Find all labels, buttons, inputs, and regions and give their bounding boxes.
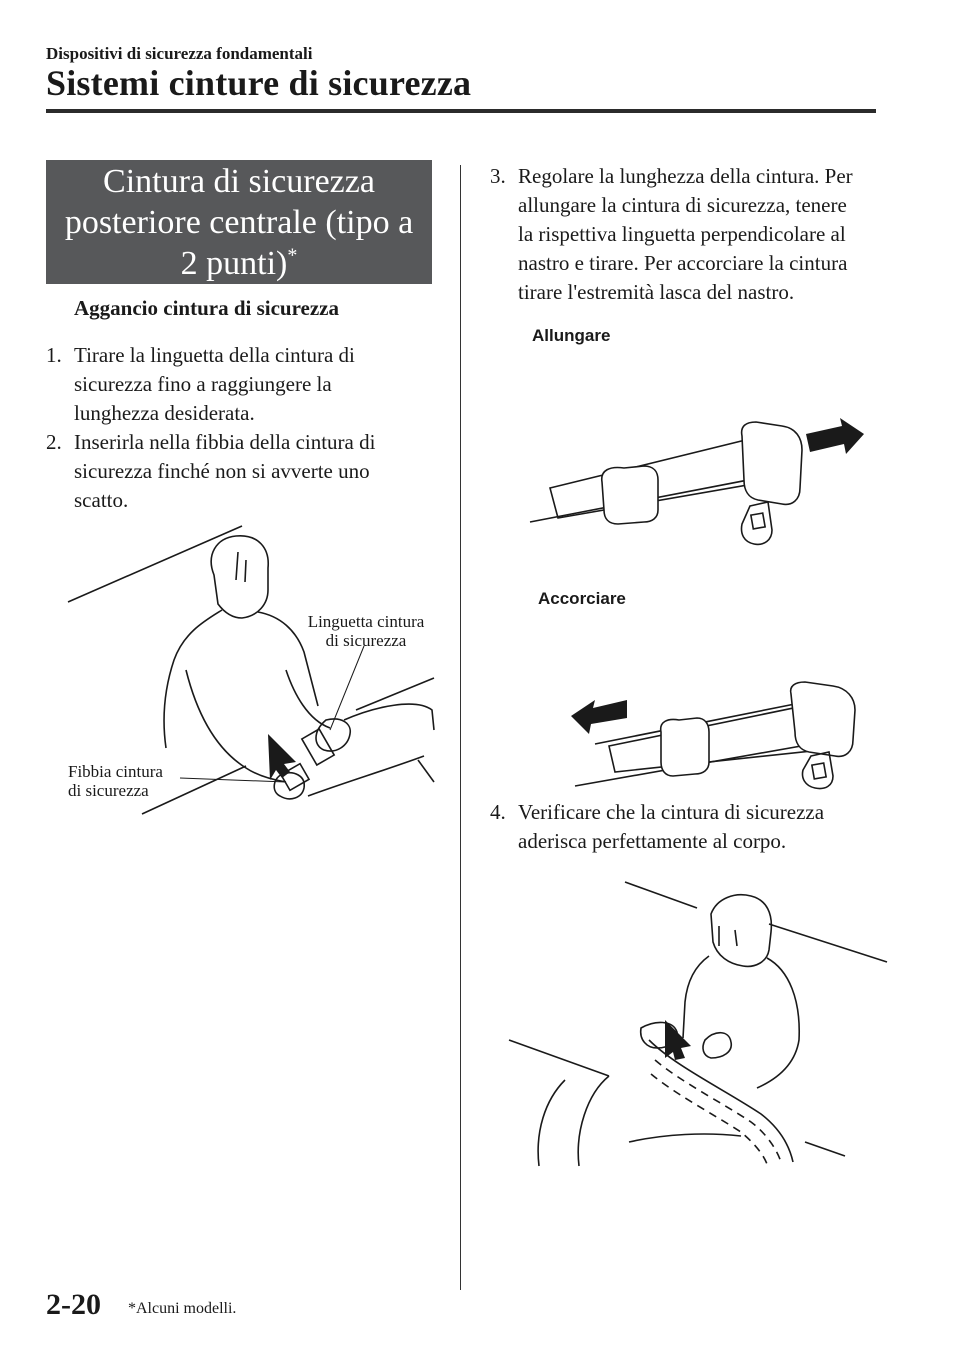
thigh-line (628, 1133, 742, 1143)
webbing-strap (608, 703, 822, 773)
seat-line-upper (624, 881, 698, 909)
seat-edge-line (355, 677, 435, 711)
figure-belt-fitted (508, 881, 888, 1167)
callout-leader-buckle (179, 777, 287, 783)
thigh-upper (343, 703, 435, 731)
face-detail (718, 926, 738, 947)
pull-arrow-left-icon (571, 700, 627, 734)
right-arm (285, 669, 331, 729)
section-title-line-3-text: 2 punti) (180, 245, 288, 282)
callout-leader-tongue (329, 645, 365, 731)
belt-tongue-plate (740, 421, 803, 506)
step-number: 1. (46, 343, 62, 367)
step-number: 2. (46, 430, 62, 454)
callout-buckle-line-1: Fibbia cintura (68, 762, 163, 781)
seat-line-bottom (804, 1141, 846, 1157)
section-title-line-3: 2 punti)* (46, 243, 432, 284)
seat-base-line (141, 765, 247, 815)
step-1: 1. Tirare la linguetta della cintura di … (46, 341, 406, 428)
step-text: Verificare che la cintura di sicurezza a… (518, 800, 825, 853)
latch-hole (749, 512, 767, 530)
label-lengthen: Allungare (532, 326, 611, 345)
left-leg (537, 1079, 566, 1167)
lap-belt-outer (648, 1039, 794, 1163)
left-arm (185, 669, 287, 783)
person-back (682, 955, 710, 1039)
belt-buckle (279, 762, 311, 792)
person-head (210, 535, 269, 619)
person-head (710, 894, 773, 968)
heading-rule (46, 109, 876, 113)
seat-line-left (508, 1039, 610, 1077)
callout-buckle: Fibbia cintura di sicurezza (68, 762, 188, 800)
section-title-line-1: Cintura di sicurezza (103, 163, 375, 200)
callout-buckle-line-2: di sicurezza (68, 781, 149, 800)
seat-line-right (768, 923, 888, 963)
subheading: Aggancio cintura di sicurezza (74, 296, 340, 320)
step-4: 4. Verificare che la cintura di sicurezz… (490, 798, 890, 856)
step-2: 2. Inserirla nella fibbia della cintura … (46, 428, 408, 515)
person-front (756, 957, 800, 1089)
thigh-lower (307, 755, 425, 797)
callout-tongue-line-2: di sicurezza (325, 631, 407, 650)
lap-belt-dashed-2 (650, 1073, 768, 1165)
belt-slider (659, 717, 710, 777)
callout-tongue: Linguetta cintura di sicurezza (296, 612, 436, 650)
latch-hole (810, 762, 828, 780)
page-number: 2-20 (46, 1288, 101, 1321)
figure-fastening-belt (67, 525, 435, 815)
person-back (163, 609, 223, 749)
step-text: Tirare la linguetta della cintura di sic… (74, 343, 355, 425)
pull-arrow-right-icon (806, 418, 864, 454)
section-title-box: Cintura di sicurezza posteriore centrale… (46, 160, 432, 284)
tongue-latch (740, 501, 773, 546)
figure-shorten (571, 681, 856, 790)
belt-slider (600, 465, 659, 525)
step-number: 4. (490, 800, 506, 824)
step-text: Regolare la lunghezza della cintura. Per… (518, 164, 853, 304)
section-label: Dispositivi di sicurezza fondamentali (46, 44, 313, 63)
left-hand (273, 772, 305, 800)
step-number: 3. (490, 164, 506, 188)
lap-belt-dashed-1 (654, 1059, 782, 1163)
insert-arrow-icon (665, 1020, 691, 1060)
label-shorten: Accorciare (538, 589, 626, 608)
figure-lengthen (529, 418, 864, 546)
column-divider (460, 165, 461, 1290)
person-shoulder (257, 611, 319, 707)
step-text: Inserirla nella fibbia della cintura di … (74, 430, 376, 512)
seat-edge-line-2 (417, 759, 435, 783)
tongue-latch (801, 751, 834, 790)
footnote-asterisk: * (287, 244, 298, 267)
seat-line (67, 525, 243, 603)
right-hand (702, 1031, 733, 1059)
insert-arrow-icon (268, 734, 296, 780)
face-detail (235, 551, 247, 583)
belt-tongue (300, 727, 336, 767)
left-leg-inner (577, 1075, 610, 1167)
belt-tongue-plate (789, 681, 856, 758)
page-title: Sistemi cinture di sicurezza (46, 63, 472, 103)
section-title-line-2: posteriore centrale (tipo a (64, 204, 414, 241)
footnote: *Alcuni modelli. (128, 1300, 237, 1317)
callout-tongue-line-1: Linguetta cintura (307, 612, 425, 631)
right-hand (315, 718, 351, 752)
step-3: 3. Regolare la lunghezza della cintura. … (490, 162, 890, 307)
